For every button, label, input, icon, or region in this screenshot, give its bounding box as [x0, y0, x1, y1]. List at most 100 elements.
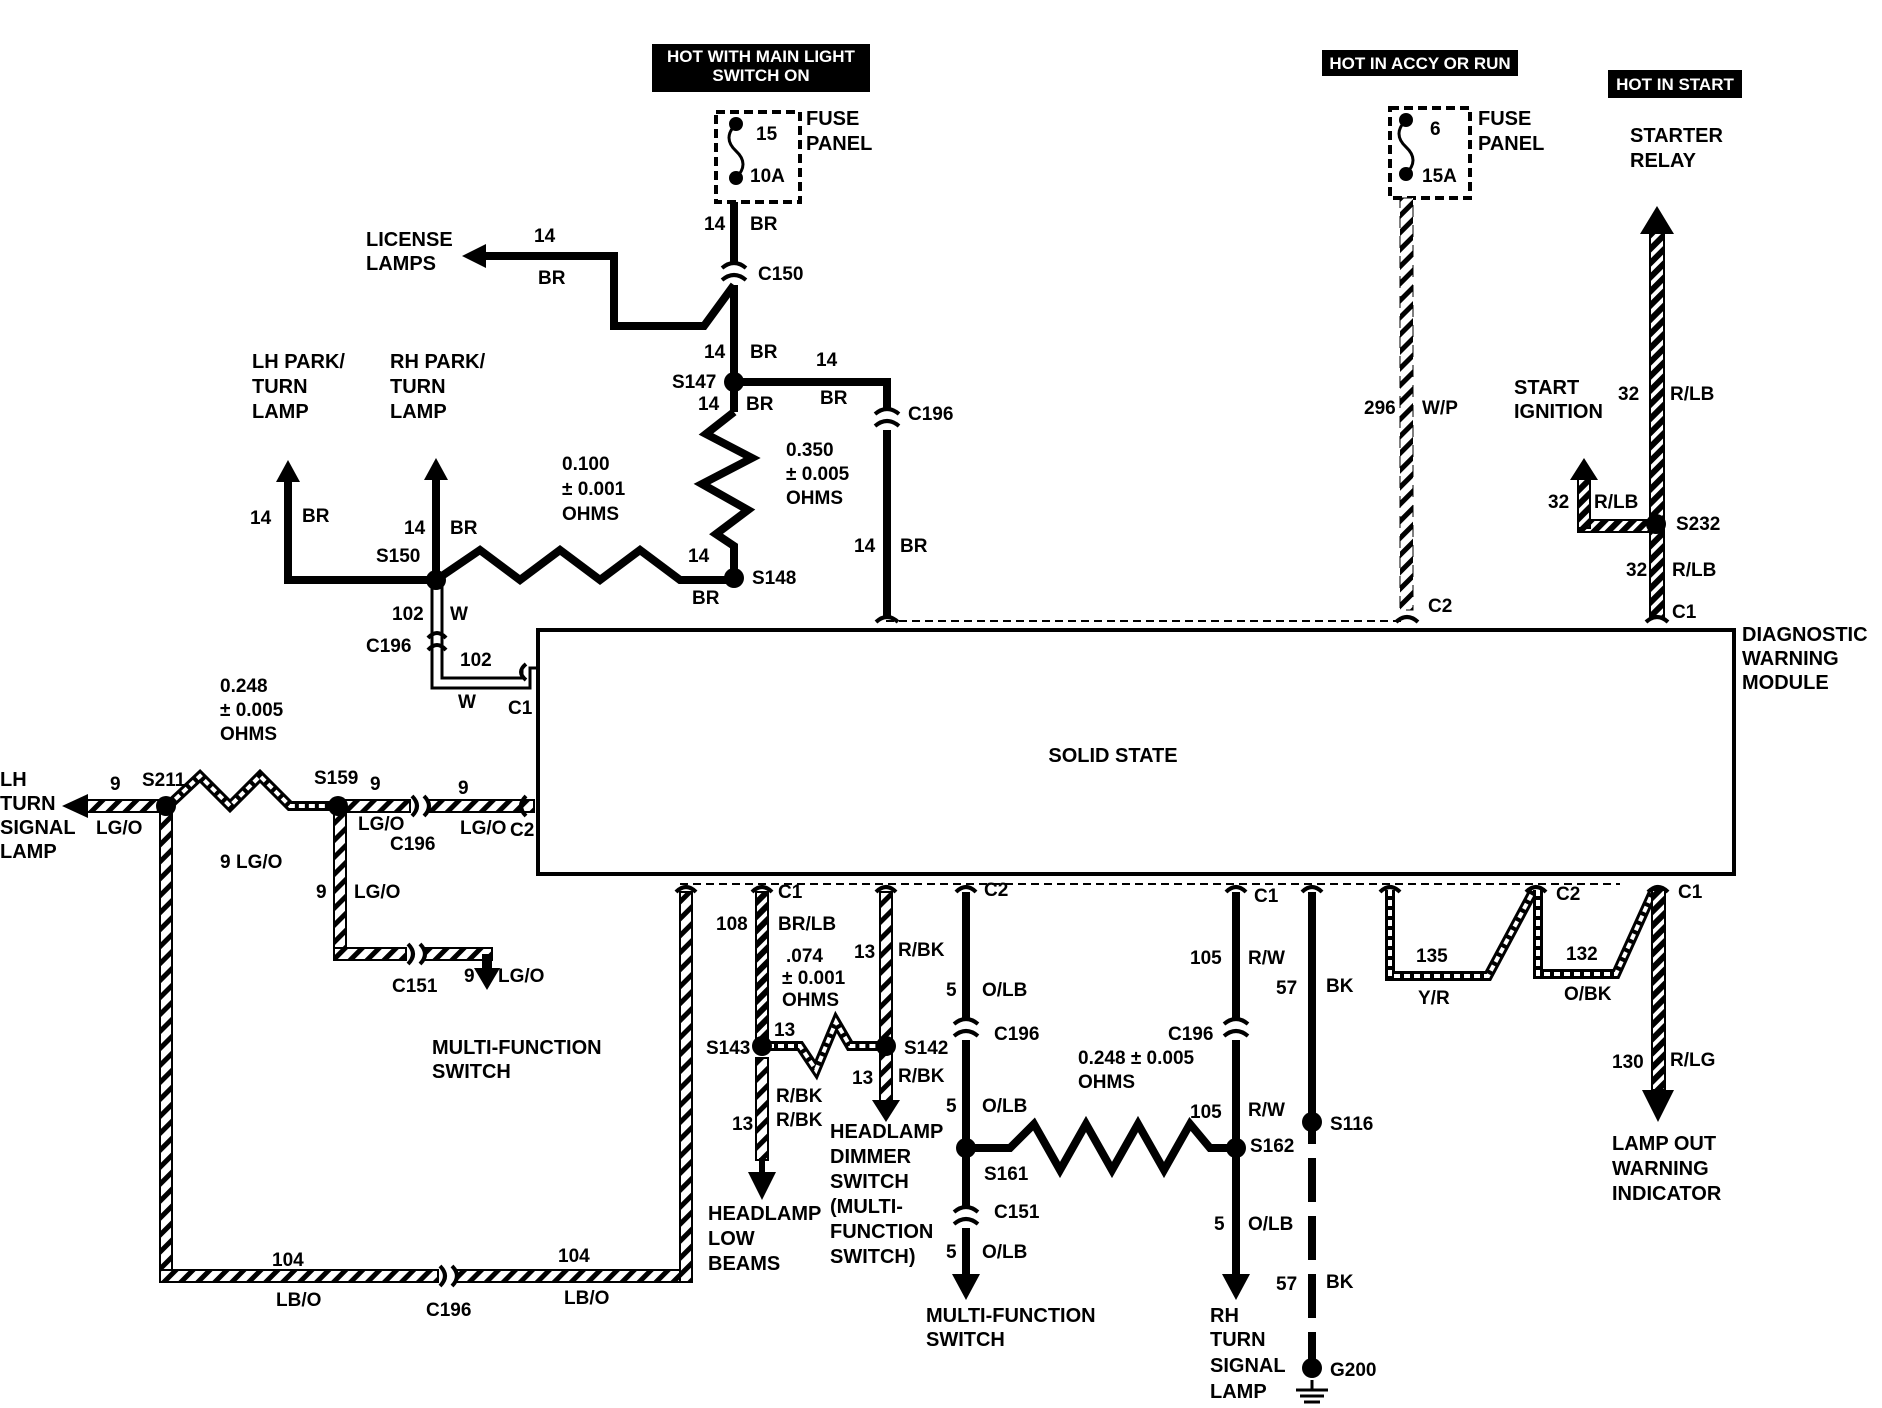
- svg-text:14: 14: [688, 546, 710, 567]
- svg-text:LB/O: LB/O: [276, 1290, 321, 1311]
- svg-text:LG/O: LG/O: [96, 818, 142, 839]
- mfs-label: MULTI-FUNCTION: [926, 1305, 1096, 1327]
- svg-text:R/BK: R/BK: [898, 940, 945, 961]
- splice-s159: S159: [314, 768, 358, 789]
- svg-text:R/W: R/W: [1248, 1100, 1285, 1121]
- connector-c2: C2: [1428, 596, 1452, 617]
- connector-c196: C196: [994, 1024, 1039, 1045]
- rh-park-lamp-label: LAMP: [390, 401, 447, 423]
- resistor-value: 0.248 ± 0.005: [1078, 1048, 1195, 1069]
- banner-accy-run: HOT IN ACCY OR RUN: [1322, 50, 1518, 76]
- svg-text:14: 14: [698, 394, 720, 415]
- rh-turn-lamp-label: LAMP: [1210, 1381, 1267, 1403]
- br-wires: [284, 202, 891, 616]
- fuse-panel-label: FUSE: [806, 108, 859, 130]
- connector-c1: C1: [1678, 882, 1703, 903]
- connector-c1: C1: [1672, 602, 1697, 623]
- start-ignition-label: START: [1514, 377, 1579, 399]
- svg-text:Y/R: Y/R: [1418, 988, 1450, 1009]
- resistor-value: OHMS: [562, 504, 619, 525]
- low-beams-label: LOW: [708, 1228, 755, 1250]
- svg-text:32: 32: [1548, 492, 1569, 513]
- svg-text:57: 57: [1276, 978, 1297, 999]
- dimmer-switch-label: FUNCTION: [830, 1221, 933, 1243]
- svg-text:O/BK: O/BK: [1564, 984, 1612, 1005]
- svg-text:BR/LB: BR/LB: [778, 914, 836, 935]
- svg-text:6: 6: [1430, 119, 1441, 140]
- svg-text:SWITCH ON: SWITCH ON: [712, 66, 809, 85]
- svg-text:9: 9: [464, 966, 475, 987]
- svg-text:LG/O: LG/O: [498, 966, 544, 987]
- start-ignition-label: IGNITION: [1514, 401, 1603, 423]
- fuse-15: 15 10A: [714, 110, 802, 204]
- rh-turn-lamp-label: SIGNAL: [1210, 1355, 1286, 1377]
- svg-text:W: W: [458, 692, 476, 713]
- svg-text:W/P: W/P: [1422, 398, 1458, 419]
- lh-turn-lamp-label: LAMP: [0, 841, 57, 863]
- svg-text:HOT IN START: HOT IN START: [1616, 75, 1734, 94]
- lh-park-lamp-label: TURN: [252, 376, 308, 398]
- license-lamps-label: LICENSE: [366, 229, 453, 251]
- splice-dots: [156, 372, 1666, 1378]
- resistor-value: OHMS: [1078, 1072, 1135, 1093]
- splice-s142: S142: [904, 1038, 948, 1059]
- mfs-label: SWITCH: [926, 1329, 1005, 1351]
- svg-text:14: 14: [250, 508, 272, 529]
- resistor-value: OHMS: [220, 724, 277, 745]
- svg-text:R/W: R/W: [1248, 948, 1285, 969]
- svg-text:LB/O: LB/O: [564, 1288, 609, 1309]
- ground-symbol: [1296, 1380, 1328, 1404]
- svg-text:5: 5: [1214, 1214, 1225, 1235]
- svg-text:LG/O: LG/O: [358, 814, 404, 835]
- splice-s162: S162: [1250, 1136, 1294, 1157]
- diagnostic-warning-module: SOLID STATE: [536, 628, 1736, 876]
- connector-c196: C196: [426, 1300, 471, 1321]
- svg-text:135: 135: [1416, 946, 1448, 967]
- resistor-value: 0.350: [786, 440, 834, 461]
- lh-turn-lamp-label: LH: [0, 769, 27, 791]
- svg-text:BR: BR: [302, 506, 330, 527]
- svg-text:BR: BR: [746, 394, 774, 415]
- rh-park-lamp-label: RH PARK/: [390, 351, 486, 373]
- svg-text:5: 5: [946, 980, 957, 1001]
- svg-text:R/BK: R/BK: [898, 1066, 945, 1087]
- svg-text:O/LB: O/LB: [982, 1096, 1027, 1117]
- svg-text:9: 9: [370, 774, 381, 795]
- svg-text:LG/O: LG/O: [354, 882, 400, 903]
- svg-text:R/BK: R/BK: [776, 1110, 823, 1131]
- starter-relay-label: RELAY: [1630, 150, 1697, 172]
- lh-park-lamp-label: LAMP: [252, 401, 309, 423]
- svg-text:HOT WITH MAIN LIGHT: HOT WITH MAIN LIGHT: [667, 47, 856, 66]
- splice-s116: S116: [1330, 1114, 1373, 1135]
- module-name: WARNING: [1742, 648, 1839, 670]
- svg-text:R/LB: R/LB: [1670, 384, 1714, 405]
- connector-symbols: [406, 261, 1670, 1288]
- connector-c151: C151: [994, 1202, 1040, 1223]
- lamp-out-label: WARNING: [1612, 1158, 1709, 1180]
- svg-text:9: 9: [316, 882, 327, 903]
- svg-text:O/LB: O/LB: [982, 980, 1027, 1001]
- resistor-value: 0.100: [562, 454, 610, 475]
- rh-turn-lamp-label: TURN: [1210, 1329, 1266, 1351]
- svg-text:32: 32: [1618, 384, 1639, 405]
- svg-text:32: 32: [1626, 560, 1647, 581]
- svg-text:BK: BK: [1326, 976, 1354, 997]
- ground-g200: G200: [1330, 1360, 1376, 1381]
- dimmer-switch-label: SWITCH: [830, 1171, 909, 1193]
- svg-text:102: 102: [460, 650, 492, 671]
- splice-s211: S211: [142, 770, 186, 791]
- rh-turn-lamp-label: RH: [1210, 1305, 1239, 1327]
- resistor-value: ± 0.005: [220, 700, 284, 721]
- banner-main-light: HOT WITH MAIN LIGHT SWITCH ON: [652, 44, 870, 92]
- splice-s150: S150: [376, 546, 420, 567]
- resistor-value: ± 0.001: [782, 968, 846, 989]
- connector-c196: C196: [1168, 1024, 1213, 1045]
- svg-text:14: 14: [534, 226, 556, 247]
- svg-text:104: 104: [558, 1246, 590, 1267]
- lh-turn-lamp-label: SIGNAL: [0, 817, 76, 839]
- resistor-value: .074: [786, 946, 823, 967]
- svg-text:LG/O: LG/O: [236, 852, 282, 873]
- dimmer-switch-label: (MULTI-: [830, 1196, 903, 1218]
